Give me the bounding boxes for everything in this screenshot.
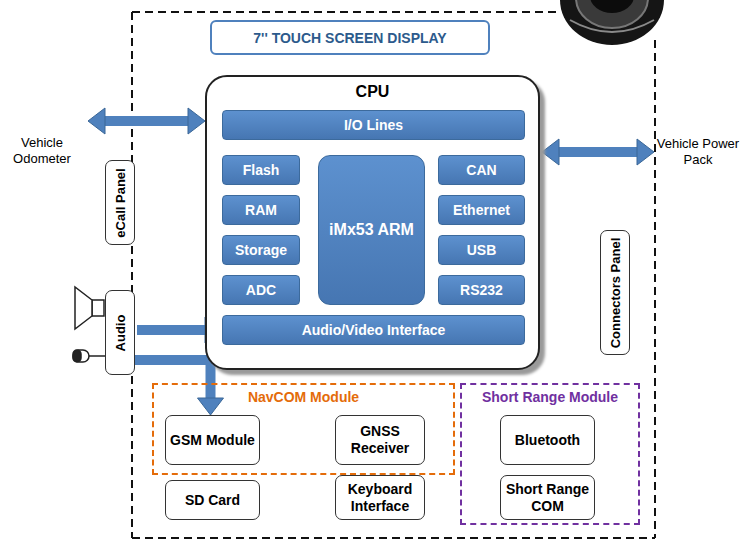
- side-panel: eCall Panel: [105, 160, 135, 245]
- node-text: I/O Lines: [344, 117, 403, 133]
- external-label: Vehicle Power Pack: [654, 132, 740, 172]
- node-text: CPU: [207, 77, 538, 101]
- module-box: ADC: [222, 275, 300, 305]
- arrow-head: [637, 139, 654, 165]
- module-group: Short Range ModuleBluetoothShort Range C…: [460, 383, 640, 525]
- microphone-icon: [73, 350, 105, 362]
- node-text: iMx53 ARM: [329, 220, 414, 240]
- node-text: NavCOM Module: [154, 385, 453, 405]
- node-text: ADC: [246, 282, 276, 298]
- module-group: NavCOM ModuleGSM Module GNSS Receiver: [152, 383, 455, 475]
- node-text: CAN: [466, 162, 496, 178]
- side-panel: Connectors Panel: [600, 230, 630, 355]
- node-text: Vehicle Power Pack: [654, 136, 740, 167]
- side-panel: Audio: [105, 290, 135, 375]
- node-text: GSM Module: [170, 432, 255, 449]
- component-box: Bluetooth: [500, 415, 595, 465]
- node-text: eCall Panel: [113, 168, 128, 237]
- node-text: Ethernet: [453, 202, 510, 218]
- arrow-head: [542, 139, 559, 165]
- module-box: RS232: [438, 275, 525, 305]
- module-box: USB: [438, 235, 525, 265]
- node-text: Storage: [235, 242, 287, 258]
- arrow-shaft: [103, 116, 190, 126]
- component-box: Short Range COM: [500, 475, 595, 520]
- node-text: Short Range Module: [462, 385, 638, 405]
- module-box: Flash: [222, 155, 300, 185]
- node-text: RS232: [460, 282, 503, 298]
- component-box: GNSS Receiver: [335, 415, 425, 465]
- device-illustration: [560, 0, 664, 45]
- node-text: Audio: [113, 314, 128, 351]
- module-box: Audio/Video Interface: [222, 315, 525, 345]
- arrow-shaft: [137, 325, 207, 335]
- node-text: SD Card: [185, 492, 240, 509]
- arrow-shaft: [557, 147, 639, 157]
- node-text: Keyboard Interface: [340, 481, 420, 515]
- node-text: GNSS Receiver: [340, 423, 420, 457]
- block-arrow: [542, 139, 654, 165]
- module-box: Storage: [222, 235, 300, 265]
- node-text: Bluetooth: [515, 432, 580, 449]
- enclosure-border: [132, 12, 655, 538]
- node-text: Flash: [243, 162, 280, 178]
- arrow-head: [88, 108, 105, 134]
- arrow-head: [188, 108, 205, 134]
- node-text: Connectors Panel: [608, 237, 623, 348]
- arrow-head: [198, 398, 224, 415]
- display-box: 7'' TOUCH SCREEN DISPLAY: [210, 20, 490, 55]
- speaker-icon: [75, 287, 104, 329]
- component-box: SD Card: [165, 480, 260, 520]
- processor-core: iMx53 ARM: [318, 155, 425, 305]
- node-text: RAM: [245, 202, 277, 218]
- node-text: USB: [467, 242, 497, 258]
- module-box: I/O Lines: [222, 110, 525, 140]
- node-text: Audio/Video Interface: [302, 322, 446, 338]
- module-box: Ethernet: [438, 195, 525, 225]
- node-text: Vehicle Odometer: [0, 135, 86, 166]
- component-box: Keyboard Interface: [335, 475, 425, 520]
- module-box: CAN: [438, 155, 525, 185]
- node-text: Short Range COM: [505, 481, 590, 515]
- block-arrow: [88, 108, 205, 134]
- cpu-box: CPU I/O LinesFlashRAM StorageADC iMx53 ARM C…: [205, 75, 540, 370]
- external-label: Vehicle Odometer: [0, 132, 86, 170]
- arrow-shaft: [135, 360, 211, 400]
- block-arrow: [135, 360, 224, 415]
- module-box: RAM: [222, 195, 300, 225]
- node-text: 7'' TOUCH SCREEN DISPLAY: [253, 30, 446, 46]
- component-box: GSM Module: [165, 415, 260, 465]
